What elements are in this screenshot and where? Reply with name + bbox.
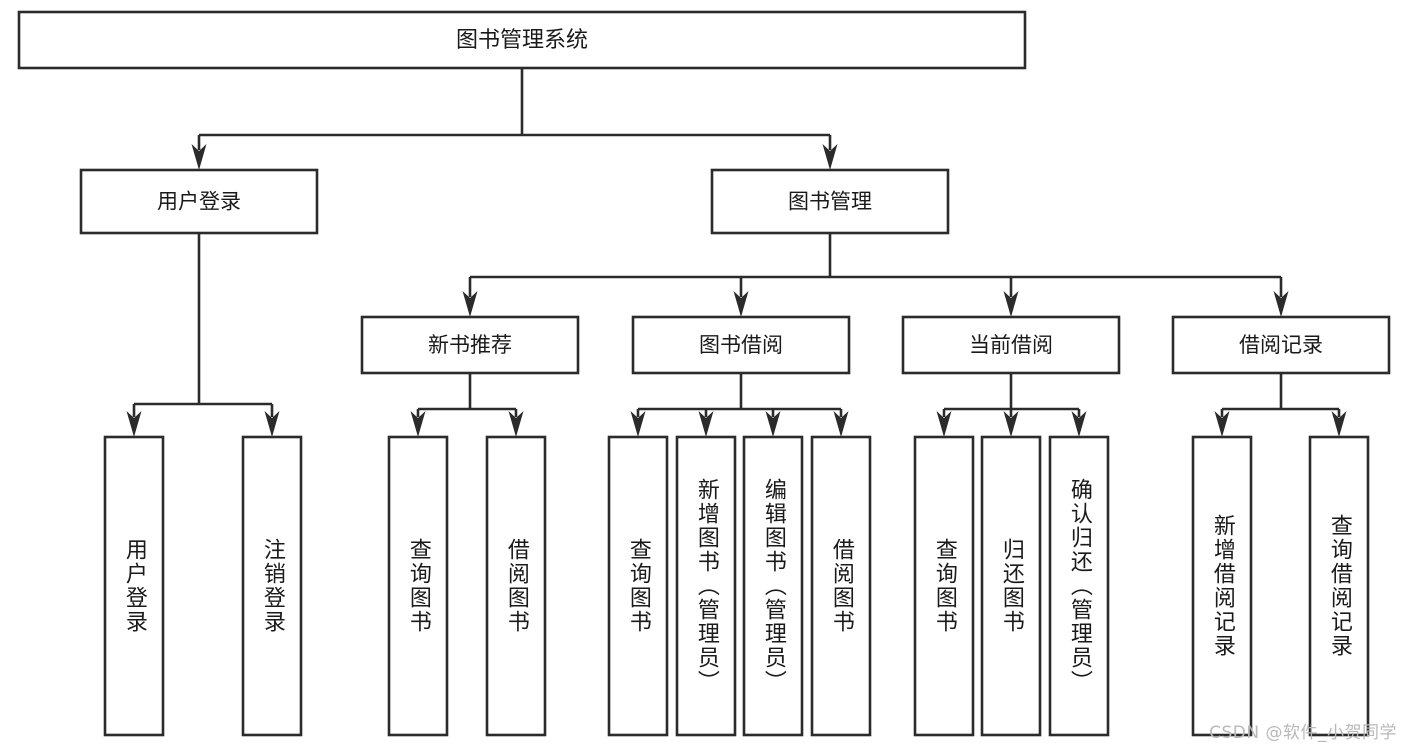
node-label-borrow-record: 借阅记录 — [1239, 333, 1323, 357]
arrow-head-icon — [822, 144, 838, 170]
node-label-user-login: 用户登录 — [157, 190, 241, 214]
node-box-leaf-add-record[interactable] — [1191, 435, 1253, 737]
arrow-head-icon — [1214, 411, 1230, 437]
arrow-head-icon — [630, 411, 646, 437]
node-box-leaf-add-book[interactable] — [675, 435, 737, 737]
arrow-head-icon — [1003, 291, 1019, 317]
node-box-root[interactable] — [17, 10, 1027, 70]
node-box-leaf-query-book-2[interactable] — [607, 435, 669, 737]
node-box-new-book-recommend[interactable] — [360, 315, 580, 375]
node-box-leaf-borrow-book-2[interactable] — [810, 435, 872, 737]
node-label-root: 图书管理系统 — [456, 28, 588, 53]
node-box-leaf-borrow-book-1[interactable] — [485, 435, 547, 737]
node-box-book-borrow[interactable] — [631, 315, 851, 375]
arrow-head-icon — [1071, 411, 1087, 437]
node-box-leaf-user-login[interactable] — [103, 435, 165, 737]
node-box-leaf-query-book-3[interactable] — [913, 435, 975, 737]
arrow-head-icon — [765, 411, 781, 437]
node-label-new-book-recommend: 新书推荐 — [428, 333, 512, 357]
arrow-head-icon — [462, 291, 478, 317]
arrow-head-icon — [410, 411, 426, 437]
arrow-head-icon — [833, 411, 849, 437]
arrow-head-icon — [1273, 291, 1289, 317]
connector-layer — [126, 68, 1347, 437]
node-box-leaf-return-book[interactable] — [980, 435, 1042, 737]
watermark-text: CSDN @软件_小贺同学 — [1209, 723, 1397, 743]
node-label-book-borrow: 图书借阅 — [699, 333, 783, 357]
node-box-leaf-query-record[interactable] — [1308, 435, 1370, 737]
node-box-leaf-user-logout[interactable] — [241, 435, 303, 737]
node-box-current-borrow[interactable] — [901, 315, 1121, 375]
arrow-head-icon — [126, 411, 142, 437]
node-box-leaf-confirm-return[interactable] — [1048, 435, 1110, 737]
node-box-user-login[interactable] — [79, 168, 319, 235]
node-box-leaf-edit-book[interactable] — [742, 435, 804, 737]
arrow-head-icon — [698, 411, 714, 437]
node-box-leaf-query-book-1[interactable] — [387, 435, 449, 737]
arrow-head-icon — [733, 291, 749, 317]
arrow-head-icon — [1003, 411, 1019, 437]
arrow-head-icon — [264, 411, 280, 437]
arrow-head-icon — [936, 411, 952, 437]
arrow-head-icon — [1331, 411, 1347, 437]
node-label-book-manage: 图书管理 — [788, 190, 872, 214]
node-label-current-borrow: 当前借阅 — [969, 333, 1053, 357]
node-box-layer — [17, 10, 1391, 737]
arrow-head-icon — [508, 411, 524, 437]
arrow-head-icon — [191, 144, 207, 170]
node-box-borrow-record[interactable] — [1171, 315, 1391, 375]
node-box-book-manage[interactable] — [710, 168, 950, 235]
